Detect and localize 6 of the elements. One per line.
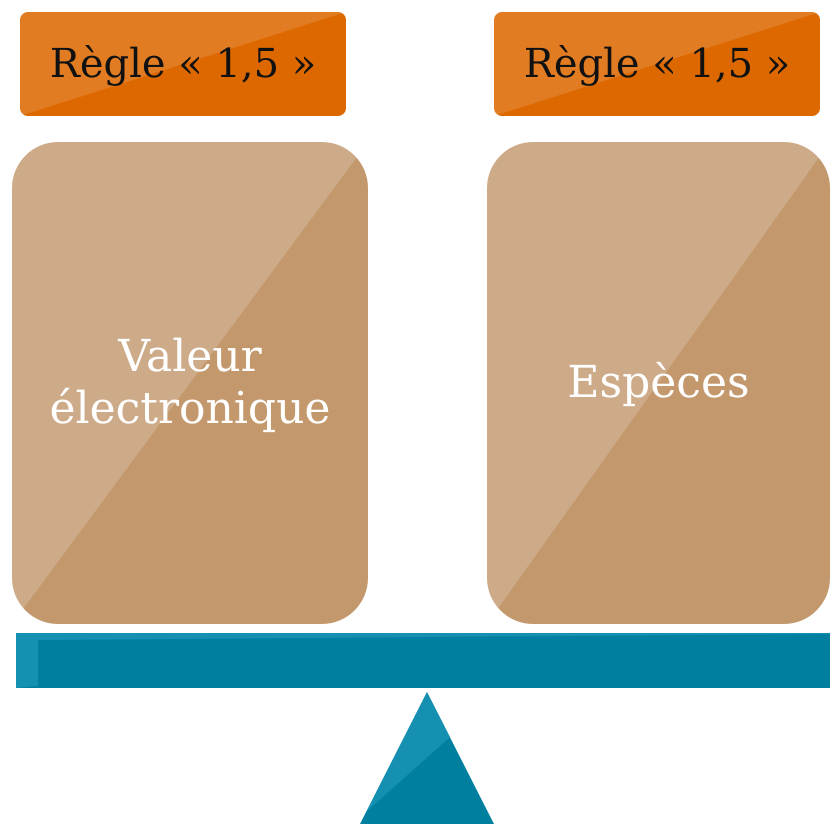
scale-pan-box [12, 142, 368, 624]
box-label: Valeur électronique [48, 331, 332, 435]
box-label: Règle « 1,5 » [48, 41, 318, 87]
box-label: Espèces [566, 357, 751, 409]
scale-pan-box [487, 142, 830, 624]
box-label: Règle « 1,5 » [522, 41, 792, 87]
